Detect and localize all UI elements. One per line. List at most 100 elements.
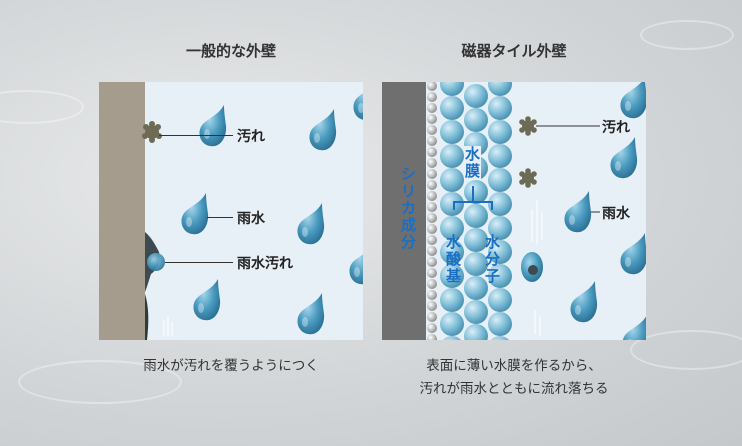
water-sphere — [464, 108, 488, 132]
rain-over-dirt — [147, 253, 165, 271]
right-title: 磁器タイル外壁 — [461, 42, 567, 60]
water-sphere — [464, 180, 488, 204]
water-sphere — [440, 168, 464, 192]
raindrop — [307, 108, 337, 152]
background-ripple — [630, 330, 742, 370]
water-sphere — [440, 82, 464, 96]
water-sphere — [491, 336, 509, 340]
water-sphere — [464, 228, 488, 252]
right-caption-line1: 表面に薄い水膜を作るから、 — [426, 358, 602, 374]
water-sphere — [464, 300, 488, 324]
water-sphere — [488, 240, 512, 264]
silica-bead — [427, 82, 437, 91]
silica-bead — [427, 290, 437, 300]
water-film-spheres — [440, 82, 512, 340]
water-sphere — [464, 204, 488, 228]
silica-bead — [427, 323, 437, 333]
silica-bead — [427, 158, 437, 168]
background-ripple — [18, 360, 182, 404]
left-panel: 汚れ 雨水 雨水汚れ — [99, 82, 363, 340]
background-ripple — [640, 20, 734, 50]
right-diagram — [382, 82, 600, 340]
rain-callout-line — [207, 217, 233, 218]
water-sphere — [440, 240, 464, 264]
rain-label: 雨水 — [237, 211, 265, 227]
silica-beads — [427, 82, 437, 340]
water-sphere — [488, 168, 512, 192]
water-sphere — [440, 144, 464, 168]
raindrop — [295, 292, 325, 336]
raindrop — [351, 82, 363, 122]
water-sphere — [443, 336, 461, 340]
water-sphere — [488, 312, 512, 336]
raindrop — [295, 202, 325, 246]
raindrop — [191, 278, 221, 322]
silica-label: シリカ成分 — [400, 165, 416, 251]
left-diagram — [99, 82, 173, 340]
water-sphere — [440, 264, 464, 288]
right-rain-label: 雨水 — [602, 206, 630, 222]
silica-bead — [427, 92, 437, 102]
silica-bead — [427, 268, 437, 278]
water-sphere — [464, 84, 488, 108]
silica-bead — [427, 279, 437, 289]
silica-bead — [427, 103, 437, 113]
water-sphere — [488, 264, 512, 288]
water-sphere — [464, 324, 488, 340]
water-sphere — [488, 144, 512, 168]
silica-bead — [427, 169, 437, 179]
water-sphere — [464, 252, 488, 276]
water-sphere — [440, 192, 464, 216]
silica-bead — [427, 257, 437, 267]
water-sphere — [440, 96, 464, 120]
silica-bead — [427, 114, 437, 124]
silica-bead — [427, 213, 437, 223]
silica-bead — [427, 235, 437, 245]
silica-bead — [427, 191, 437, 201]
water-sphere — [488, 96, 512, 120]
left-caption: 雨水が汚れを覆うようにつく — [143, 358, 319, 374]
background-ripple — [0, 90, 84, 124]
water-sphere — [488, 120, 512, 144]
tile-wall — [382, 82, 426, 340]
silica-bead — [427, 180, 437, 190]
silica-bead — [427, 224, 437, 234]
right-dirt-label: 汚れ — [602, 120, 630, 136]
rain-dirt-label: 雨水汚れ — [237, 256, 293, 272]
water-film-label: 水膜 — [464, 145, 481, 180]
silica-bead — [427, 125, 437, 135]
dirt-particle — [519, 116, 537, 136]
right-panel: 汚れ 雨水 シリカ成分 水膜 水酸基 水分子 — [382, 82, 646, 340]
water-sphere — [440, 312, 464, 336]
silica-bead — [427, 246, 437, 256]
silica-bead — [427, 202, 437, 212]
dirt-label: 汚れ — [237, 129, 265, 145]
raindrop — [618, 82, 646, 120]
water-sphere — [464, 276, 488, 300]
water-sphere — [440, 288, 464, 312]
water-sphere — [488, 192, 512, 216]
water-sphere — [440, 216, 464, 240]
silica-bead — [427, 136, 437, 146]
raindrop — [568, 280, 598, 324]
dirt-particle — [519, 168, 537, 188]
left-title: 一般的な外壁 — [185, 42, 276, 60]
right-caption-line2: 汚れが雨水とともに流れ落ちる — [419, 381, 609, 397]
raindrop — [179, 192, 209, 236]
water-sphere — [440, 120, 464, 144]
rain-dirt-callout-line — [165, 262, 233, 263]
hydroxyl-label: 水酸基 — [445, 233, 461, 285]
raindrop — [608, 136, 638, 180]
raindrop — [620, 314, 646, 340]
raindrop — [197, 104, 227, 148]
left-wall — [99, 82, 145, 340]
dirt-streak — [145, 294, 149, 340]
water-molecule-label: 水分子 — [484, 233, 500, 285]
dirt-particle — [142, 121, 162, 143]
silica-bead — [427, 312, 437, 322]
water-sphere — [488, 216, 512, 240]
silica-bead — [427, 147, 437, 157]
silica-bead — [427, 301, 437, 311]
raindrop — [562, 190, 592, 234]
silica-bead — [427, 334, 437, 340]
